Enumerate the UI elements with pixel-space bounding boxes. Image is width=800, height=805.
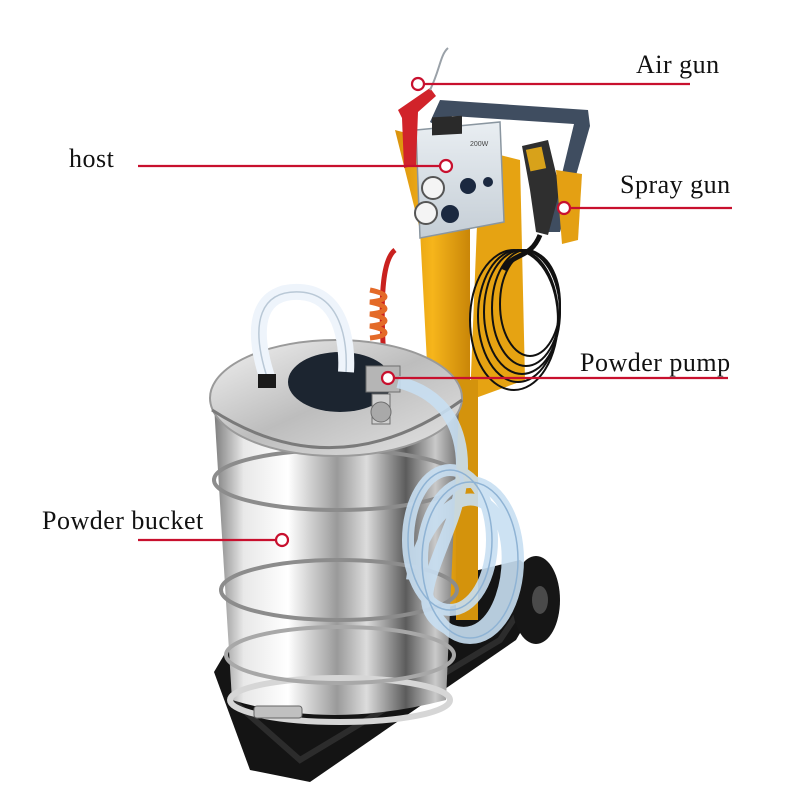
callout-dots — [274, 76, 572, 548]
bucket-bottom-rim — [227, 675, 453, 725]
red-hose — [379, 248, 397, 361]
display — [432, 115, 462, 136]
bucket-ring-3 — [224, 625, 456, 685]
clear-hose-highlight — [407, 469, 519, 639]
label-air-gun: Air gun — [636, 50, 720, 79]
knob-1 — [460, 178, 476, 194]
air-gun-nozzle — [429, 47, 449, 91]
dot-host — [438, 158, 454, 174]
red-coil — [369, 287, 388, 341]
dot-powder-bucket — [274, 532, 290, 548]
nameplate: 200W — [470, 141, 489, 148]
wheel-hub — [532, 586, 548, 614]
bucket-clamp — [253, 705, 303, 719]
knob-2 — [441, 205, 459, 223]
gauge-1 — [421, 176, 445, 200]
callout-lines — [138, 82, 732, 542]
hose-fitting — [258, 374, 276, 388]
lid-rim — [211, 398, 463, 450]
dot-powder-pump — [380, 370, 396, 386]
white-hose-edge — [258, 291, 348, 381]
gauge-2 — [414, 201, 438, 225]
cart-handle — [430, 100, 590, 232]
pump-nut — [370, 401, 392, 423]
label-powder-bucket: Powder bucket — [42, 506, 204, 535]
knob-3 — [483, 177, 493, 187]
label-spray-gun: Spray gun — [620, 170, 731, 199]
control-panel — [415, 121, 505, 239]
dot-spray-gun — [556, 200, 572, 216]
dot-air-gun — [410, 76, 426, 92]
spray-gun-label — [525, 146, 547, 172]
air-gun-body — [398, 88, 436, 168]
bucket-ring-2 — [219, 558, 459, 622]
cable-lead — [501, 233, 543, 272]
label-powder-pump: Powder pump — [580, 348, 731, 377]
label-host: host — [69, 144, 115, 173]
